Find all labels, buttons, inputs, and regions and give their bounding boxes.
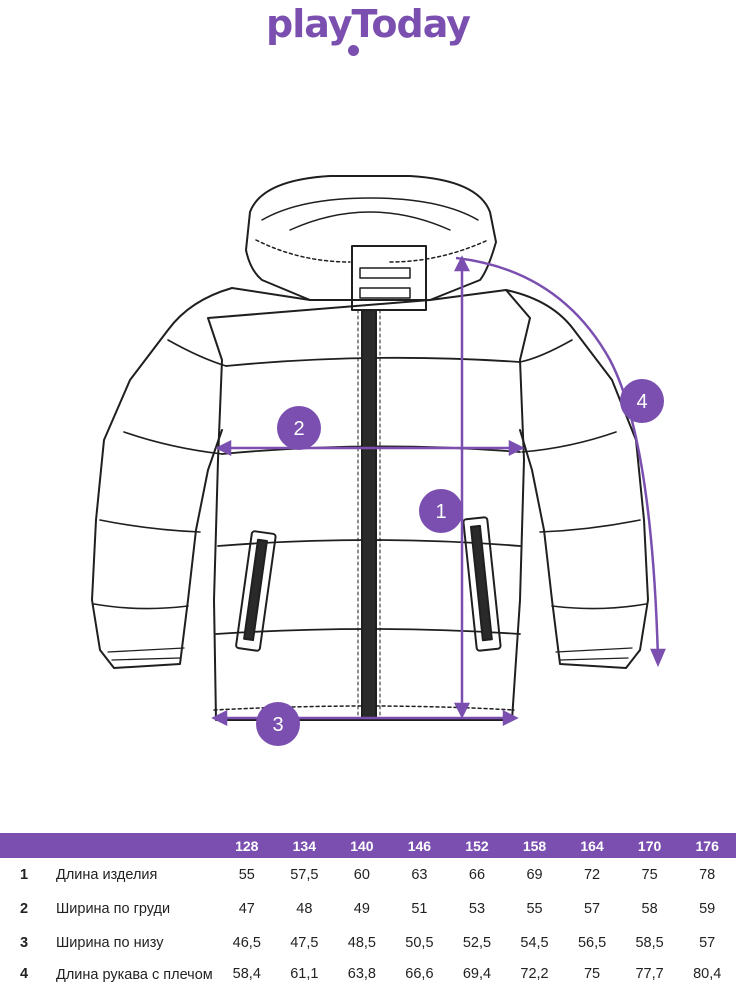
brand-logo: playToday: [0, 0, 736, 66]
brand-name: playToday: [266, 2, 471, 46]
table-cell: 57: [699, 935, 716, 951]
row-number: 2: [20, 901, 29, 917]
table-cell: 69: [526, 867, 543, 883]
marker-2: 2: [293, 418, 304, 440]
logo-dot: [348, 45, 359, 56]
table-cell: 55: [238, 867, 255, 883]
size-header-row: 128 134 140 146 152 158 164 170 176: [0, 833, 736, 858]
table-cell: 75: [641, 867, 658, 883]
table-cell: 78: [699, 867, 716, 883]
table-cell: 59: [699, 901, 716, 917]
table-cell: 63,8: [347, 966, 376, 982]
table-cell: 46,5: [232, 935, 261, 951]
hood-outline: [245, 175, 497, 301]
body-outline: [207, 287, 531, 721]
collar-strap: [351, 245, 427, 311]
row-label: Длина рукава с плечом: [56, 967, 213, 983]
table-cell: 72,2: [520, 966, 549, 982]
size-header-cell: 146: [407, 837, 432, 854]
size-header-cell: 140: [350, 837, 374, 854]
size-header-cell: 158: [522, 837, 547, 854]
measure-line-4: [455, 256, 660, 661]
center-zipper: [361, 309, 377, 721]
table-cell: 47,5: [290, 935, 319, 951]
table-cell: 57,5: [290, 867, 319, 883]
table-row: 3 Ширина по низу 46,5 47,5 48,5 50,5 52,…: [0, 926, 736, 960]
row-number: 1: [20, 867, 29, 883]
table-cell: 58,5: [635, 935, 664, 951]
row-number: 4: [20, 966, 29, 982]
marker-1: 1: [435, 501, 446, 523]
table-row: 4 Длина рукава с плечом 58,4 61,1 63,8 6…: [0, 960, 736, 1000]
table-cell: 51: [411, 901, 428, 917]
size-header-cell: 134: [292, 837, 316, 854]
table-cell: 54,5: [520, 935, 549, 951]
table-cell: 66: [468, 867, 486, 883]
size-header-cell: 164: [580, 837, 604, 854]
marker-4: 4: [636, 391, 647, 413]
table-cell: 72: [583, 867, 601, 883]
table-cell: 52,5: [462, 935, 492, 951]
marker-badges: [256, 379, 664, 746]
table-cell: 75: [583, 966, 601, 982]
table-cell: 48: [296, 901, 313, 917]
table-cell: 57: [583, 901, 601, 917]
table-cell: 66,6: [405, 966, 434, 982]
size-table: 128 134 140 146 152 158 164 170 176 1 Дл…: [0, 833, 736, 1000]
right-pocket: [462, 516, 502, 652]
jacket-drawing: 2 1 3 4: [91, 175, 666, 746]
table-cell: 55: [526, 901, 543, 917]
size-header-cell: 128: [235, 837, 259, 854]
table-cell: 61,1: [290, 966, 319, 982]
marker-3: 3: [272, 714, 283, 736]
table-row: 2 Ширина по груди 47 48 49 51 53 55 57 5…: [0, 892, 736, 926]
size-header-cell: 152: [465, 837, 489, 854]
table-cell: 48,5: [347, 935, 376, 951]
table-cell: 49: [353, 901, 370, 917]
table-cell: 63: [411, 867, 428, 883]
left-pocket: [235, 530, 277, 652]
row-label: Ширина по низу: [56, 935, 164, 951]
table-cell: 47: [238, 901, 255, 917]
table-cell: 56,5: [577, 935, 607, 951]
table-cell: 50,5: [405, 935, 434, 951]
left-sleeve: [91, 287, 233, 669]
row-number: 3: [20, 935, 29, 951]
right-sleeve: [505, 289, 649, 669]
size-header-cell: 176: [695, 837, 719, 854]
table-cell: 77,7: [635, 966, 664, 982]
table-cell: 58: [641, 901, 658, 917]
hood-inner: [261, 197, 479, 221]
table-cell: 58,4: [232, 966, 261, 982]
table-cell: 53: [468, 901, 486, 917]
table-cell: 60: [353, 867, 370, 883]
row-label: Ширина по груди: [56, 901, 171, 917]
table-cell: 80,4: [693, 966, 722, 982]
size-header-cell: 170: [637, 837, 662, 854]
row-label: Длина изделия: [56, 867, 158, 883]
table-row: 1 Длина изделия 55 57,5 60 63 66 69 72 7…: [0, 858, 736, 892]
table-cell: 69,4: [462, 966, 492, 982]
